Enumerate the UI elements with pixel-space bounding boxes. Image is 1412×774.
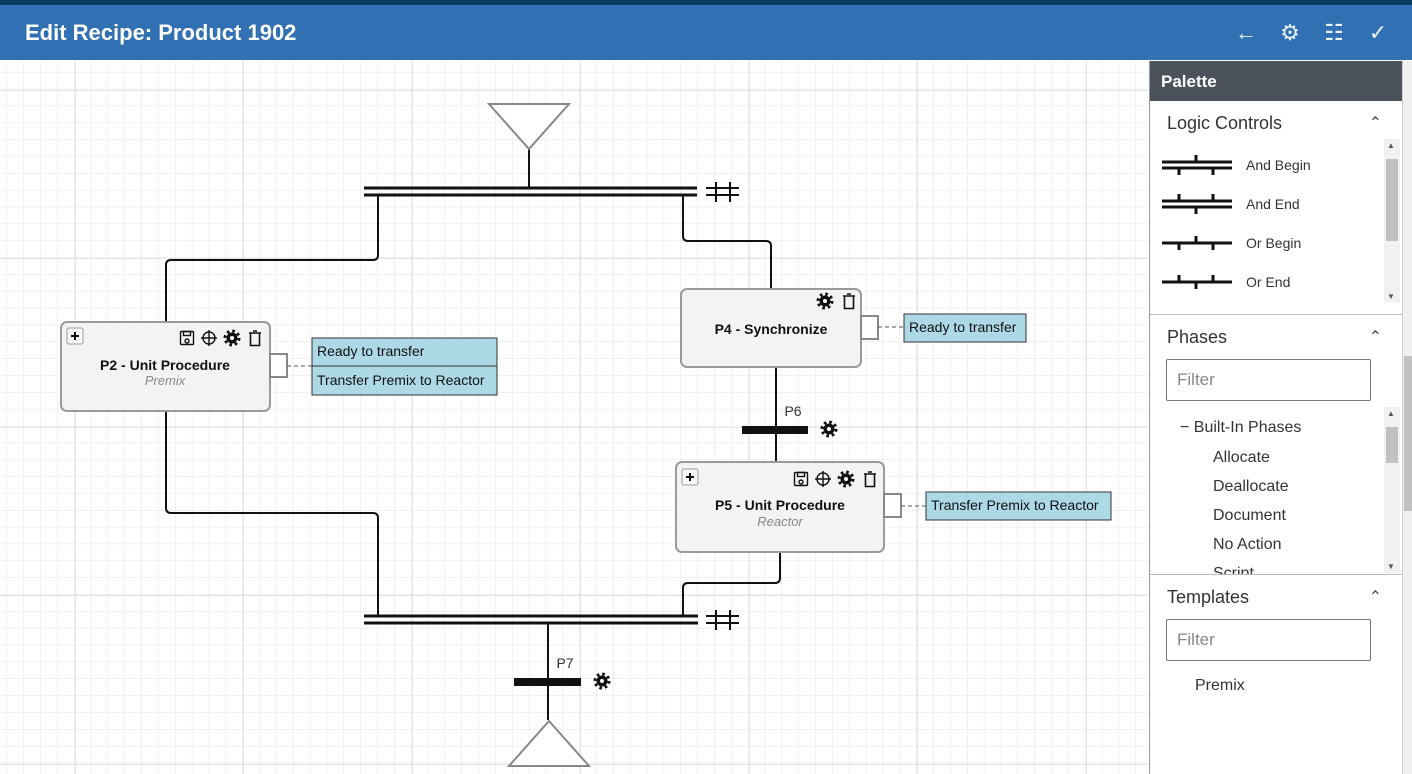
or-begin-icon bbox=[1162, 235, 1232, 250]
top-strip bbox=[0, 0, 1412, 5]
section-templates[interactable]: Templates ⌃ bbox=[1150, 575, 1402, 619]
scroll-thumb[interactable] bbox=[1404, 356, 1412, 511]
expand-icon[interactable] bbox=[66, 327, 84, 345]
node-p5[interactable]: P5 - Unit Procedure Reactor Transfer Pre… bbox=[675, 461, 1112, 553]
back-button[interactable]: ← bbox=[1224, 11, 1268, 55]
node-title: P2 - Unit Procedure bbox=[100, 357, 230, 373]
phases-filter-input[interactable] bbox=[1166, 359, 1371, 401]
section-logic-controls[interactable]: Logic Controls ⌃ bbox=[1150, 101, 1402, 145]
scrollbar[interactable]: ▲ ▼ bbox=[1384, 407, 1400, 573]
checklist-icon: ☷ bbox=[1324, 19, 1344, 45]
node-label: Ready to transfer bbox=[909, 319, 1017, 335]
confirm-button[interactable]: ✓ bbox=[1356, 11, 1400, 55]
phase-item[interactable]: Allocate bbox=[1213, 449, 1270, 466]
transition-label: P7 bbox=[556, 655, 573, 671]
node-label: Ready to transfer bbox=[317, 343, 425, 359]
and-begin-icon bbox=[1162, 154, 1232, 175]
chevron-up-icon[interactable]: ⌃ bbox=[1368, 115, 1382, 132]
scroll-up-icon[interactable]: ▲ bbox=[1387, 141, 1395, 150]
section-phases[interactable]: Phases ⌃ bbox=[1150, 315, 1402, 359]
end-node[interactable] bbox=[506, 719, 592, 767]
start-node[interactable] bbox=[486, 103, 572, 151]
scroll-thumb[interactable] bbox=[1386, 427, 1398, 463]
node-label: Transfer Premix to Reactor bbox=[931, 497, 1099, 513]
item-label: Or Begin bbox=[1246, 234, 1302, 251]
node-label: Transfer Premix to Reactor bbox=[317, 372, 485, 388]
transition-label: P6 bbox=[784, 403, 801, 419]
palette-item-or-end[interactable]: Or End bbox=[1150, 262, 1402, 301]
app-header: Edit Recipe: Product 1902 ← ⚙ ☷ ✓ bbox=[0, 5, 1412, 60]
node-title: P5 - Unit Procedure bbox=[715, 497, 845, 513]
palette-title: Palette bbox=[1150, 61, 1402, 101]
section-title: Logic Controls bbox=[1167, 112, 1283, 133]
page-title: Edit Recipe: Product 1902 bbox=[25, 19, 297, 45]
transition-p7[interactable]: P7 bbox=[514, 655, 611, 690]
tree-group-built-in-phases[interactable]: − Built-In Phases bbox=[1180, 419, 1302, 436]
and-end-bar[interactable] bbox=[364, 614, 698, 625]
settings-button[interactable]: ⚙ bbox=[1268, 11, 1312, 55]
scroll-up-icon[interactable]: ▲ bbox=[1387, 409, 1395, 418]
scrollbar[interactable]: ▲ ▼ bbox=[1384, 139, 1400, 303]
node-subtitle: Reactor bbox=[757, 514, 803, 529]
checklist-button[interactable]: ☷ bbox=[1312, 11, 1356, 55]
item-label: Or End bbox=[1246, 273, 1291, 290]
and-end-icon bbox=[1162, 193, 1232, 214]
chevron-up-icon[interactable]: ⌃ bbox=[1368, 589, 1382, 606]
recipe-canvas[interactable]: P2 - Unit Procedure Premix Ready to tran… bbox=[0, 0, 1148, 774]
phase-item[interactable]: Script bbox=[1213, 565, 1254, 575]
section-title: Templates bbox=[1167, 586, 1250, 607]
palette-item-and-begin[interactable]: And Begin bbox=[1150, 145, 1402, 184]
or-end-icon bbox=[1162, 274, 1232, 289]
phases-list: − Built-In Phases Allocate Deallocate Do… bbox=[1150, 407, 1402, 575]
phase-item[interactable]: Deallocate bbox=[1213, 478, 1289, 495]
port[interactable] bbox=[269, 353, 288, 378]
gear-icon: ⚙ bbox=[1280, 19, 1300, 45]
arrow-left-icon: ← bbox=[1235, 19, 1257, 45]
palette-scrollbar[interactable] bbox=[1402, 61, 1412, 774]
node-p2[interactable]: P2 - Unit Procedure Premix Ready to tran… bbox=[60, 321, 498, 412]
connectors bbox=[165, 149, 781, 720]
scroll-down-icon[interactable]: ▼ bbox=[1387, 562, 1395, 571]
node-title: P4 - Synchronize bbox=[715, 321, 828, 337]
transition-p6[interactable]: P6 bbox=[742, 403, 838, 438]
item-label: And End bbox=[1246, 195, 1300, 212]
logic-controls-list: And Begin And End Or Begin Or End ▲ ▼ bbox=[1150, 139, 1402, 315]
phase-item[interactable]: No Action bbox=[1213, 536, 1282, 553]
check-icon: ✓ bbox=[1368, 19, 1388, 45]
scroll-thumb[interactable] bbox=[1386, 159, 1398, 241]
phase-item[interactable]: Document bbox=[1213, 507, 1286, 524]
section-title: Phases bbox=[1167, 326, 1228, 347]
item-label: And Begin bbox=[1246, 156, 1311, 173]
scroll-down-icon[interactable]: ▼ bbox=[1387, 292, 1395, 301]
expand-icon[interactable] bbox=[681, 468, 699, 486]
port[interactable] bbox=[883, 493, 902, 518]
node-subtitle: Premix bbox=[145, 373, 186, 388]
palette-panel: Palette Logic Controls ⌃ And Begin And En… bbox=[1149, 61, 1402, 774]
group-label: Built-In Phases bbox=[1193, 419, 1302, 436]
node-p4[interactable]: P4 - Synchronize Ready to transfer bbox=[680, 288, 1027, 368]
palette-item-and-end[interactable]: And End bbox=[1150, 184, 1402, 223]
template-item[interactable]: Premix bbox=[1195, 677, 1245, 694]
templates-filter-input[interactable] bbox=[1166, 619, 1371, 661]
and-begin-bar[interactable] bbox=[364, 186, 697, 197]
port[interactable] bbox=[860, 315, 879, 340]
chevron-up-icon[interactable]: ⌃ bbox=[1368, 329, 1382, 346]
palette-item-or-begin[interactable]: Or Begin bbox=[1150, 223, 1402, 262]
